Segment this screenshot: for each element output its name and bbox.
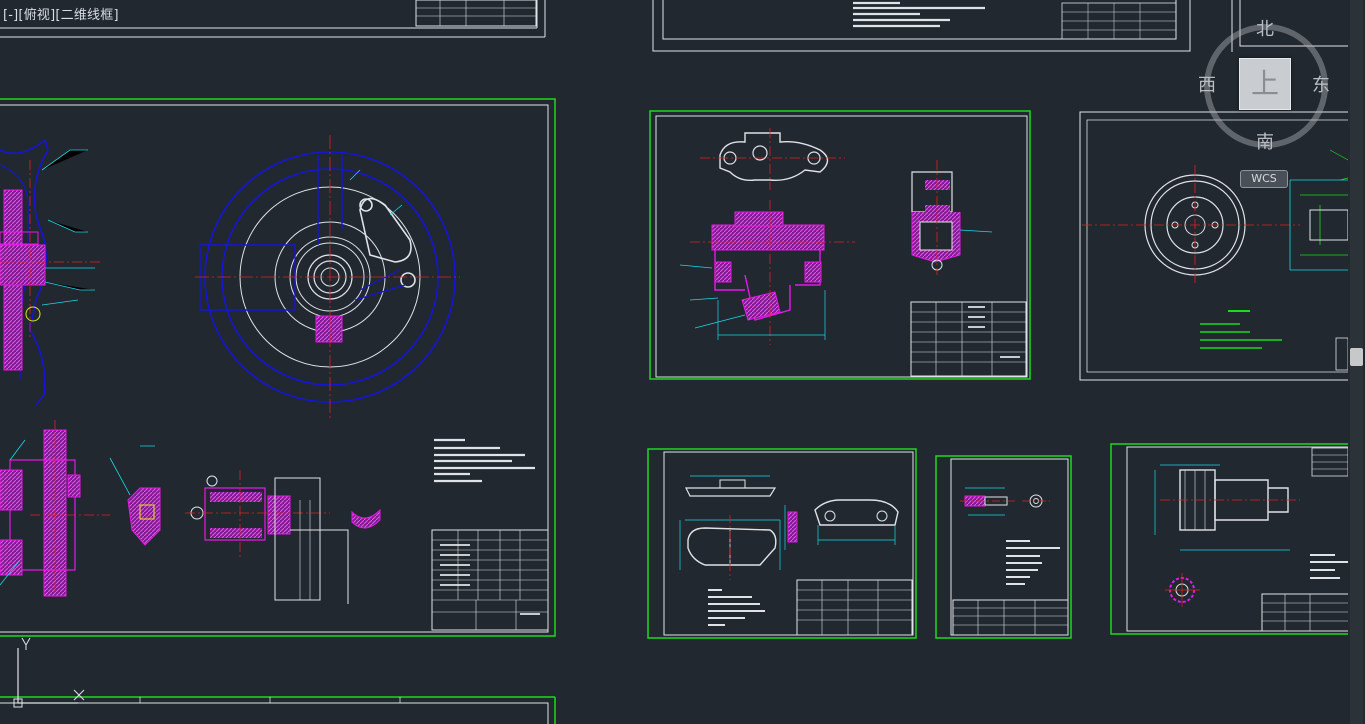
pad-side-view: [784, 505, 798, 550]
wcs-menu-button[interactable]: WCS: [1240, 170, 1288, 188]
pad-notes: [708, 589, 765, 626]
caliper-section-bb: [679, 200, 855, 345]
scrollbar-thumb[interactable]: [1350, 348, 1363, 366]
pad-top-view: [685, 475, 777, 497]
compass-east[interactable]: 东: [1312, 75, 1330, 96]
sheet-top-center-partial: [652, 0, 1191, 52]
section-view-hub: [0, 138, 100, 406]
drum-tech-notes: [1200, 310, 1348, 371]
viewport-controls-label[interactable]: [-][俯视][二维线框]: [3, 8, 119, 23]
drum-front-view: [1082, 165, 1300, 285]
pad-detail-view: [814, 499, 899, 545]
compass-west[interactable]: 西: [1198, 75, 1216, 96]
section-view-cc: [185, 470, 381, 604]
pad-front-view: [679, 515, 781, 580]
shaft-notes: [1310, 447, 1348, 579]
viewcube[interactable]: 北 南 东 西 上 WCS: [1198, 19, 1330, 192]
section-view-caliper-assy: [0, 420, 110, 600]
pad-title-block: [796, 579, 913, 636]
compass-ring[interactable]: [1204, 24, 1328, 148]
viewcube-top-face[interactable]: 上: [1239, 58, 1291, 110]
drum-section-view: [1289, 149, 1348, 271]
caliper-title-block: [910, 301, 1027, 377]
compass-south[interactable]: 南: [1256, 132, 1274, 153]
front-view-disc: [195, 135, 460, 420]
caliper-top-view: [700, 128, 845, 190]
sheet-guide-pin[interactable]: [935, 455, 1072, 639]
caliper-section-cc: [911, 160, 993, 275]
shaft-side-view: [1154, 464, 1300, 551]
title-block: [431, 529, 549, 631]
detail-view-small: [109, 445, 161, 546]
notes-block: [434, 438, 535, 483]
ucs-icon: [13, 637, 85, 708]
sheet-brake-disc-assembly[interactable]: [0, 98, 556, 637]
sheet-top-left-partial: [0, 0, 546, 38]
sheet-caliper-body[interactable]: [649, 110, 1031, 380]
pin-title-block: [952, 599, 1069, 636]
compass-north[interactable]: 北: [1256, 19, 1274, 40]
shaft-end-view: [1165, 573, 1200, 607]
sheet-brake-pad[interactable]: [647, 448, 917, 639]
pin-notes: [1006, 540, 1060, 585]
vertical-scrollbar[interactable]: [1348, 0, 1365, 724]
sheet-hub-shaft[interactable]: [1110, 443, 1348, 635]
pin-view: [960, 487, 1050, 516]
sheet-bottom-partial: [0, 696, 556, 724]
shaft-title-block: [1261, 593, 1348, 632]
